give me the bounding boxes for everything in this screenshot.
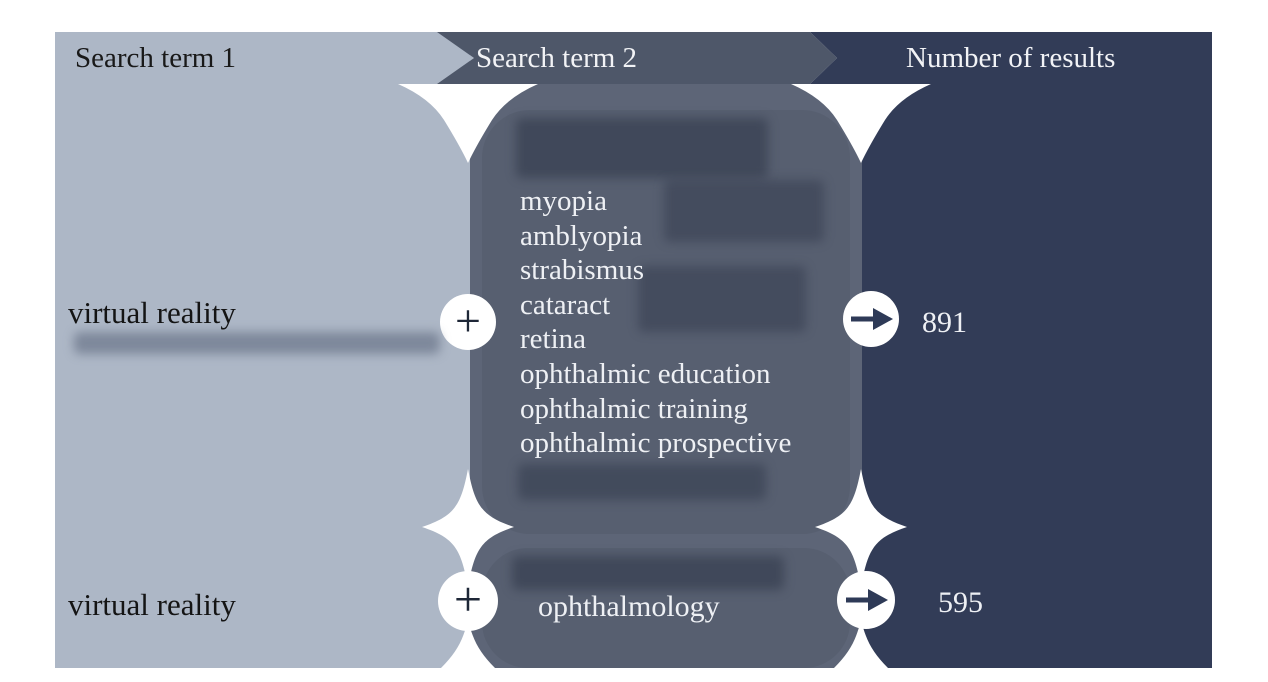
header-arrowhead-1 xyxy=(437,32,474,84)
term2-list-item: myopia xyxy=(520,185,607,217)
redacted-text-blur xyxy=(516,118,768,178)
redacted-text-blur xyxy=(518,464,766,500)
result-row1-value: 891 xyxy=(922,306,967,339)
term2-list-row2: ophthalmology xyxy=(538,590,720,624)
term2-list-item: retina xyxy=(520,323,587,356)
arrow-right-icon xyxy=(846,589,888,611)
trumpet-separator-icon xyxy=(834,620,888,668)
term2-list-item: cataract xyxy=(520,288,611,321)
term1-row2-label: virtual reality xyxy=(68,587,236,622)
column-results xyxy=(862,84,1212,668)
plus-icon: + xyxy=(453,571,483,627)
plus-icon: + xyxy=(455,294,481,346)
header-label-search-term-2: Search term 2 xyxy=(476,42,638,74)
trumpet-separator-icon xyxy=(441,620,495,668)
result-row2-value: 595 xyxy=(938,586,983,619)
star-separator-icon xyxy=(422,469,514,587)
funnel-separator-icon xyxy=(398,84,538,163)
term2-list-item: amblyopia xyxy=(520,219,643,252)
term2-list-item: ophthalmology xyxy=(538,590,720,623)
term2-list-item: ophthalmic education xyxy=(520,357,771,390)
arrow-right-icon xyxy=(851,308,893,330)
star-separator-icon xyxy=(815,469,907,587)
redacted-text-blur xyxy=(664,180,824,242)
term2-list-item: ophthalmic prospective xyxy=(520,427,792,460)
redacted-text-blur xyxy=(74,332,440,354)
header-band-search-term-2 xyxy=(437,32,837,84)
plus-badge-circle xyxy=(440,294,496,350)
header-label-search-term-1: Search term 1 xyxy=(75,42,237,74)
funnel-separator-icon xyxy=(791,84,931,163)
header-band-results xyxy=(810,32,1212,84)
redacted-text-blur xyxy=(512,556,784,590)
term2-list-item: strabismus xyxy=(520,254,645,287)
term2-list-item: ophthalmic training xyxy=(520,392,748,425)
plus-badge-circle xyxy=(438,571,498,631)
header-label-number-of-results: Number of results xyxy=(906,42,1116,74)
term2-box-row1 xyxy=(482,110,850,534)
term1-row1-label: virtual reality xyxy=(68,295,236,330)
redacted-text-blur xyxy=(638,266,806,332)
